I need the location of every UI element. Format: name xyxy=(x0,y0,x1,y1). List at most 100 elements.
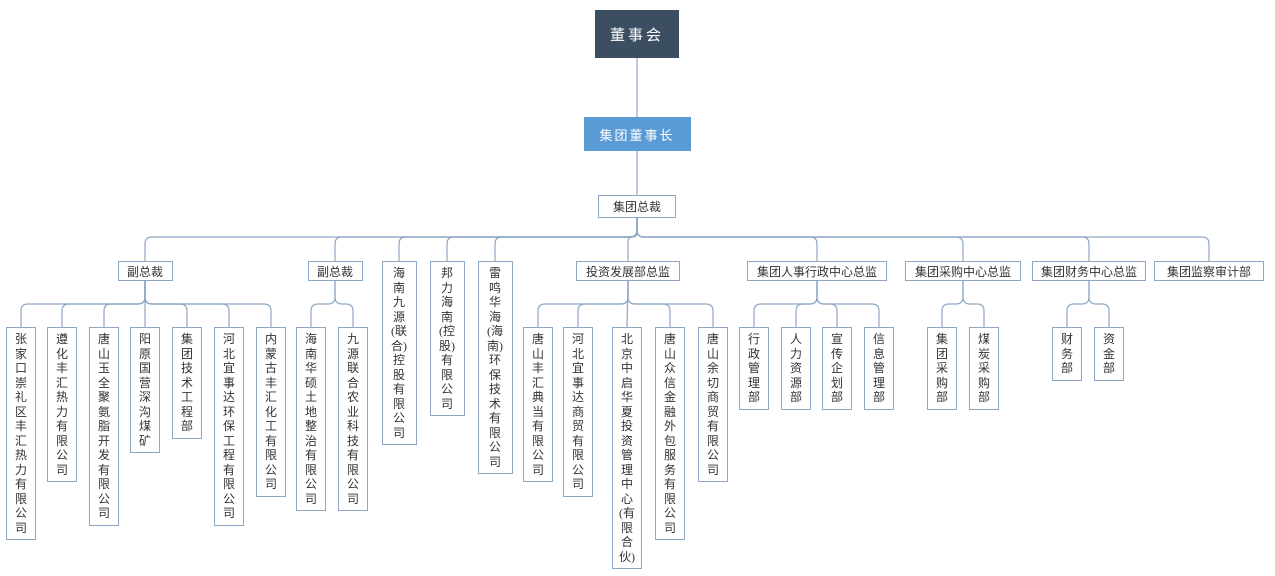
org-node-label-line: 传 xyxy=(830,346,843,361)
org-node-label-line: 家 xyxy=(14,346,27,361)
org-node-label-line: 司 xyxy=(663,520,676,535)
org-node-label-line: 夏 xyxy=(620,404,633,419)
org-node-label-line: 限 xyxy=(392,396,405,411)
org-node-label-line: 司 xyxy=(531,462,544,477)
org-node-label-line: 有 xyxy=(706,419,719,433)
org-node-label-line: 有 xyxy=(663,477,676,491)
org-node-label-line: 采 xyxy=(935,361,948,375)
org-node-admin-dept[interactable]: 行政管理部 xyxy=(739,327,769,410)
org-node-jiuyuan-agri[interactable]: 九源联合农业科技有限公司 xyxy=(338,327,368,511)
org-node-board[interactable]: 董事会 xyxy=(595,10,679,58)
org-node-zunhua-fenghui[interactable]: 遵化丰汇热力有限公司 xyxy=(47,327,77,482)
org-node-label-line: 遵 xyxy=(55,332,68,346)
org-node-invest-dev-director[interactable]: 投资发展部总监 xyxy=(576,261,680,281)
org-node-label-line: 联 xyxy=(346,361,359,375)
org-node-label-line: 公 xyxy=(14,506,27,520)
org-node-label-line: 宜 xyxy=(222,361,235,375)
org-node-label-line: 信 xyxy=(872,332,885,346)
org-node-label-line: 有 xyxy=(304,448,317,462)
org-node-label-line: 玉 xyxy=(97,361,110,375)
org-node-purchasing-director[interactable]: 集团采购中心总监 xyxy=(905,261,1021,281)
org-node-tangshan-zhongxin[interactable]: 唐山众信金融外包服务有限公司 xyxy=(655,327,685,540)
org-node-beijing-zhongqi[interactable]: 北京中启华夏投资管理中心(有限合伙) xyxy=(612,327,642,569)
org-node-tangshan-pawn[interactable]: 唐山丰汇典当有限公司 xyxy=(523,327,553,482)
org-node-hainan-huashuo[interactable]: 海南华硕土地整治有限公司 xyxy=(296,327,326,511)
org-node-label-line: 包 xyxy=(663,433,676,448)
org-node-label-line: 源 xyxy=(392,309,405,324)
org-node-label-line: 矿 xyxy=(138,433,151,448)
org-node-vp1[interactable]: 副总裁 xyxy=(117,261,173,281)
org-node-label-line: 源 xyxy=(346,346,359,361)
org-node-label-line: 众 xyxy=(663,361,676,375)
org-node-label-line: 合 xyxy=(346,375,359,390)
org-node-chairman[interactable]: 集团董事长 xyxy=(583,117,691,151)
org-node-coal-purchasing-dept[interactable]: 煤炭采购部 xyxy=(969,327,999,410)
org-node-label-line: 公 xyxy=(304,477,317,491)
org-node-label-line: 技 xyxy=(180,361,193,375)
org-node-bangli-hainan[interactable]: 邦力海南(控股)有限公司 xyxy=(429,261,465,416)
org-node-leiming-huahai[interactable]: 雷鸣华海(海南)环保技术有限公司 xyxy=(477,261,513,474)
org-node-info-dept[interactable]: 信息管理部 xyxy=(864,327,894,410)
org-node-label-line: 保 xyxy=(222,419,235,433)
org-node-vp2[interactable]: 副总裁 xyxy=(307,261,363,281)
org-node-hainan-jiuyuan[interactable]: 海南九源(联合)控股有限公司 xyxy=(381,261,417,445)
org-node-label-line: 公 xyxy=(571,462,584,477)
org-node-hr-dept[interactable]: 人力资源部 xyxy=(781,327,811,410)
org-node-label-line: 热 xyxy=(14,448,27,462)
connector xyxy=(103,281,146,327)
connector xyxy=(398,218,638,261)
org-node-zhangjiakou-fenghui[interactable]: 张家口崇礼区丰汇热力有限公司 xyxy=(6,327,36,540)
org-node-label-line: 司 xyxy=(55,462,68,477)
org-node-label-line: 有 xyxy=(571,433,584,448)
org-node-label-line: 唐 xyxy=(531,332,544,346)
org-node-label-line: 深 xyxy=(138,390,151,404)
org-node-label-line: 华 xyxy=(620,390,633,404)
org-node-tech-engineering-dept[interactable]: 集团技术工程部 xyxy=(172,327,202,439)
org-node-funds-dept[interactable]: 资金部 xyxy=(1094,327,1124,381)
org-node-label-line: 司 xyxy=(440,396,453,411)
org-node-label-line: 限 xyxy=(620,520,633,535)
connector xyxy=(816,281,880,327)
org-node-label-line: 鸣 xyxy=(488,280,501,295)
connector xyxy=(1088,281,1110,327)
org-node-president[interactable]: 集团总裁 xyxy=(598,195,676,218)
org-node-label-line: 当 xyxy=(531,404,544,419)
org-node-label-line: (控 xyxy=(439,324,455,338)
org-node-publicity-dept[interactable]: 宣传企划部 xyxy=(822,327,852,410)
org-node-label-line: 化 xyxy=(55,346,68,361)
org-node-label-line: 公 xyxy=(264,462,277,477)
org-node-finance-director[interactable]: 集团财务中心总监 xyxy=(1032,261,1146,281)
org-node-label-line: 海 xyxy=(392,266,405,280)
org-node-label-line: 礼 xyxy=(14,390,27,404)
org-node-label-line: 口 xyxy=(14,361,27,375)
org-node-hebei-yishida-trade[interactable]: 河北宜事达商贸有限公司 xyxy=(563,327,593,497)
org-node-yangyuan-coal-mine[interactable]: 阳原国营深沟煤矿 xyxy=(130,327,160,453)
org-node-label-line: 资 xyxy=(620,433,633,448)
org-node-hebei-yishida-env[interactable]: 河北宜事达环保工程有限公司 xyxy=(214,327,244,526)
org-node-label-line: 事 xyxy=(222,375,235,390)
connector xyxy=(334,218,638,261)
org-node-group-purchasing-dept[interactable]: 集团采购部 xyxy=(927,327,957,410)
org-node-tangshan-yuqie[interactable]: 唐山余切商贸有限公司 xyxy=(698,327,728,482)
org-node-label-line: 九 xyxy=(346,332,359,346)
org-node-label-line: 务 xyxy=(663,462,676,477)
connector xyxy=(636,218,964,261)
org-node-label-line: 有 xyxy=(97,462,110,477)
org-node-label-line: 理 xyxy=(747,375,760,390)
connector xyxy=(494,218,638,261)
org-node-neimenggu-fenghui[interactable]: 内蒙古丰汇化工有限公司 xyxy=(256,327,286,497)
org-node-label-line: 海 xyxy=(440,295,453,309)
org-node-hr-admin-director[interactable]: 集团人事行政中心总监 xyxy=(747,261,887,281)
org-node-label-line: 全 xyxy=(97,375,110,390)
org-node-label-line: 有 xyxy=(440,353,453,367)
org-node-label-line: 京 xyxy=(620,346,633,361)
connector xyxy=(144,281,272,327)
org-node-label-line: 业 xyxy=(346,404,359,419)
org-node-label-line: 山 xyxy=(706,346,719,361)
org-node-label-line: 有 xyxy=(14,477,27,491)
org-node-tangshan-yuquan[interactable]: 唐山玉全聚氨脂开发有限公司 xyxy=(89,327,119,526)
org-node-label-line: 限 xyxy=(440,367,453,382)
org-node-audit-dept[interactable]: 集团监察审计部 xyxy=(1154,261,1264,281)
org-node-finance-dept[interactable]: 财务部 xyxy=(1052,327,1082,381)
connector xyxy=(636,218,818,261)
